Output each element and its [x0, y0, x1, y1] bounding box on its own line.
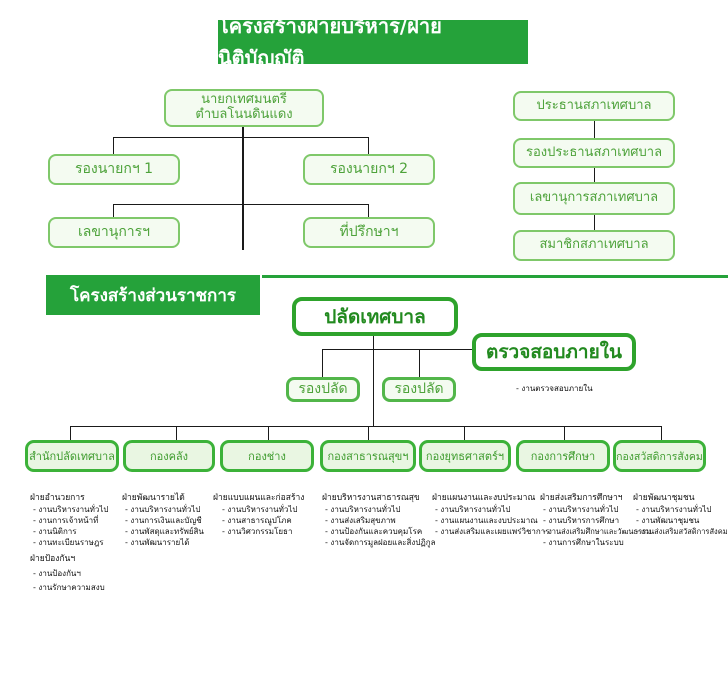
division-head: ฝ่ายอำนวยการ: [30, 493, 85, 503]
connector: [564, 426, 565, 441]
council-vice-president-box: รองประธานสภาเทศบาล: [513, 138, 675, 168]
task-item: - งานป้องกันฯ: [33, 569, 81, 578]
connector: [322, 349, 472, 350]
dept-tasks: ฝ่ายพัฒนาชุมชน - งานบริหารงานทั่วไป - งา…: [633, 493, 728, 537]
mayor-title: นายกเทศมนตรี: [201, 92, 287, 108]
dept-box: กองการศึกษา: [516, 440, 610, 472]
council-president-box: ประธานสภาเทศบาล: [513, 91, 675, 121]
dept-box: กองช่าง: [220, 440, 314, 472]
task-item: - งานป้องกันและควบคุมโรค: [325, 527, 423, 536]
task-item: - งานจัดการมูลฝอยและสิ่งปฏิกูล: [325, 538, 436, 547]
deputy-clerk-1-box: รองปลัด: [286, 377, 360, 402]
task-item: - งานส่งเสริมศึกษาและวัฒนธรรม: [543, 527, 652, 536]
task-item: - งานส่งเสริมและเผยแพร่วิชาการ: [435, 527, 550, 536]
dept-box: กองคลัง: [123, 440, 215, 472]
task-item: - งานบริหารการศึกษา: [543, 516, 620, 525]
task-item: - งานพัฒนารายได้: [125, 538, 190, 547]
division-head: ฝ่ายพัฒนารายได้: [122, 493, 185, 503]
connector: [322, 349, 323, 377]
connector: [368, 137, 369, 155]
dept-tasks: ฝ่ายแบบแผนและก่อสร้าง - งานบริหารงานทั่ว…: [213, 493, 304, 537]
task-item: - งานบริหารงานทั่วไป: [543, 505, 619, 514]
task-item: - งานนิติการ: [33, 527, 77, 536]
deputy-mayor-2-box: รองนายกฯ 2: [303, 154, 435, 185]
council-members-box: สมาชิกสภาเทศบาล: [513, 230, 675, 261]
connector: [419, 349, 420, 377]
dept-box: สำนักปลัดเทศบาล: [25, 440, 119, 472]
internal-audit-box: ตรวจสอบภายใน: [472, 333, 636, 371]
connector: [113, 137, 368, 138]
connector: [661, 426, 662, 441]
deputy-clerk-2-box: รองปลัด: [382, 377, 456, 402]
connector: [368, 204, 369, 218]
task-item: - งานส่งเสริมสุขภาพ: [325, 516, 396, 525]
connector: [464, 426, 465, 441]
dept-tasks: ฝ่ายบริหารงานสาธารณสุข - งานบริหารงานทั่…: [322, 493, 436, 548]
task-item: - งานทะเบียนราษฎร: [33, 538, 104, 547]
division-head: ฝ่ายบริหารงานสาธารณสุข: [322, 493, 420, 503]
connector: [373, 331, 374, 427]
task-item: - งานพัฒนาชุมชน: [636, 516, 700, 525]
connector: [368, 426, 369, 441]
connector: [176, 426, 177, 441]
advisor-box: ที่ปรึกษาฯ: [303, 217, 435, 248]
connector: [242, 125, 244, 250]
task-item: - งานการศึกษาในระบบ: [543, 538, 624, 547]
connector: [268, 426, 269, 441]
dept-box: กองยุทธศาสตร์ฯ: [419, 440, 511, 472]
division-head: ฝ่ายแบบแผนและก่อสร้าง: [213, 493, 305, 503]
task-item: - งานการเงินและบัญชี: [125, 516, 202, 525]
task-item: - งานส่งเสริมสวัสดิการสังคม: [636, 527, 728, 536]
top-title: โครงสร้างฝ่ายบริหาร/ฝ่ายนิติบัญญัติ: [218, 14, 528, 70]
internal-audit-task: - งานตรวจสอบภายใน: [516, 384, 593, 393]
task-item: - งานบริหารงานทั่วไป: [33, 505, 109, 514]
task-item: - งานบริหารงานทั่วไป: [125, 505, 201, 514]
section-divider: [262, 275, 728, 278]
task-item: - งานบริหารงานทั่วไป: [222, 505, 298, 514]
division-head: ฝ่ายพัฒนาชุมชน: [633, 493, 695, 503]
connector: [113, 204, 368, 205]
mayor-box: นายกเทศมนตรี ตำบลโนนดินแดง: [164, 89, 324, 127]
connector: [594, 119, 595, 231]
connector: [113, 204, 114, 218]
task-item: - งานพัสดุและทรัพย์สิน: [125, 527, 204, 536]
dept-tasks: ฝ่ายส่งเสริมการศึกษาฯ - งานบริหารงานทั่ว…: [540, 493, 651, 548]
dept-tasks: ฝ่ายพัฒนารายได้ - งานบริหารงานทั่วไป - ง…: [122, 493, 204, 548]
task-item: - งานแผนงานและงบประมาณ: [435, 516, 538, 525]
council-secretary-box: เลขานุการสภาเทศบาล: [513, 182, 675, 215]
gov-structure-title: โครงสร้างส่วนราชการ: [46, 275, 260, 315]
task-item: - งานวิศวกรรมโยธา: [222, 527, 293, 536]
mayor-secretary-box: เลขานุการฯ: [48, 217, 180, 248]
dept-tasks: ฝ่ายแผนงานและงบประมาณ - งานบริหารงานทั่ว…: [432, 493, 550, 537]
dept-box: กองสวัสดิการสังคม: [613, 440, 706, 472]
task-item: - งานสาธารณูปโภค: [222, 516, 292, 525]
task-item: - งานบริหารงานทั่วไป: [435, 505, 511, 514]
task-item: - งานบริหารงานทั่วไป: [325, 505, 401, 514]
connector: [70, 426, 662, 427]
connector: [70, 426, 71, 441]
dept-box: กองสาธารณสุขฯ: [320, 440, 416, 472]
task-item: - งานรักษาความสงบ: [33, 583, 105, 592]
division-head: ฝ่ายแผนงานและงบประมาณ: [432, 493, 536, 503]
mayor-subdistrict: ตำบลโนนดินแดง: [195, 107, 293, 122]
division-head: ฝ่ายส่งเสริมการศึกษาฯ: [540, 493, 623, 503]
task-item: - งานบริหารงานทั่วไป: [636, 505, 712, 514]
task-item: - งานการเจ้าหน้าที่: [33, 516, 99, 525]
connector: [113, 137, 114, 155]
dept-tasks: ฝ่ายอำนวยการ - งานบริหารงานทั่วไป - งานก…: [30, 493, 108, 593]
municipal-clerk-box: ปลัดเทศบาล: [292, 297, 458, 336]
division-head: ฝ่ายป้องกันฯ: [30, 554, 76, 564]
deputy-mayor-1-box: รองนายกฯ 1: [48, 154, 180, 185]
